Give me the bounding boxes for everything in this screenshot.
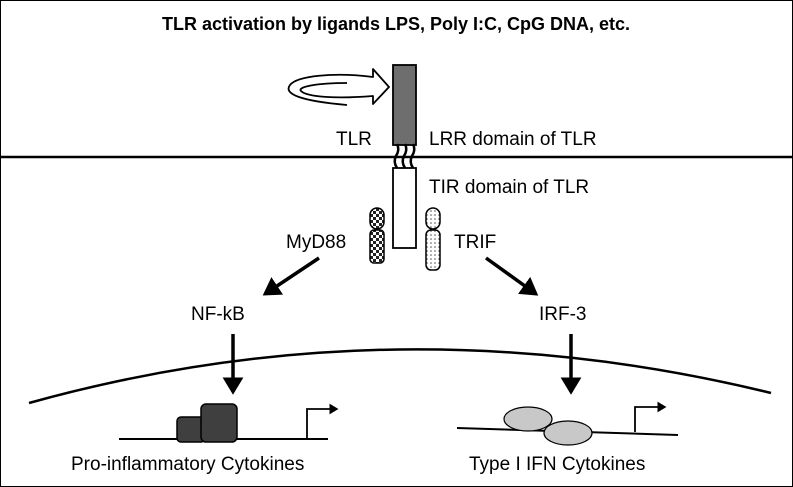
myd88-label: MyD88 [286,232,346,253]
type1-ifn-transcription-start-arrow [634,401,667,432]
nfkb-complex [176,403,238,443]
pro-inflammatory-transcription-start-arrow [306,403,339,439]
rotation-arrow-icon [287,68,390,106]
irf3-label: IRF-3 [539,304,587,325]
myd88-adaptor [369,207,385,264]
pro-inflammatory-cytokines-label: Pro-inflammatory Cytokines [71,454,304,475]
tlr-tir-domain [392,167,417,249]
nuclear-membrane [28,348,772,405]
nfkb-label: NF-kB [191,304,245,325]
trif-adaptor [425,207,441,271]
myd88-to-nfkb-arrow [262,256,320,296]
irf3-complex [503,406,593,446]
tlr-lrr-domain [392,64,417,146]
diagram-title: TLR activation by ligands LPS, Poly I:C,… [162,14,630,34]
trif-to-irf3-arrow [484,256,539,296]
tlr-label: TLR [336,129,372,150]
lrr-domain-label: LRR domain of TLR [429,129,597,150]
type1-ifn-cytokines-label: Type I IFN Cytokines [469,454,645,475]
tlr-transmembrane-region [393,143,416,169]
trif-label: TRIF [454,232,496,253]
tir-domain-label: TIR domain of TLR [429,177,589,198]
